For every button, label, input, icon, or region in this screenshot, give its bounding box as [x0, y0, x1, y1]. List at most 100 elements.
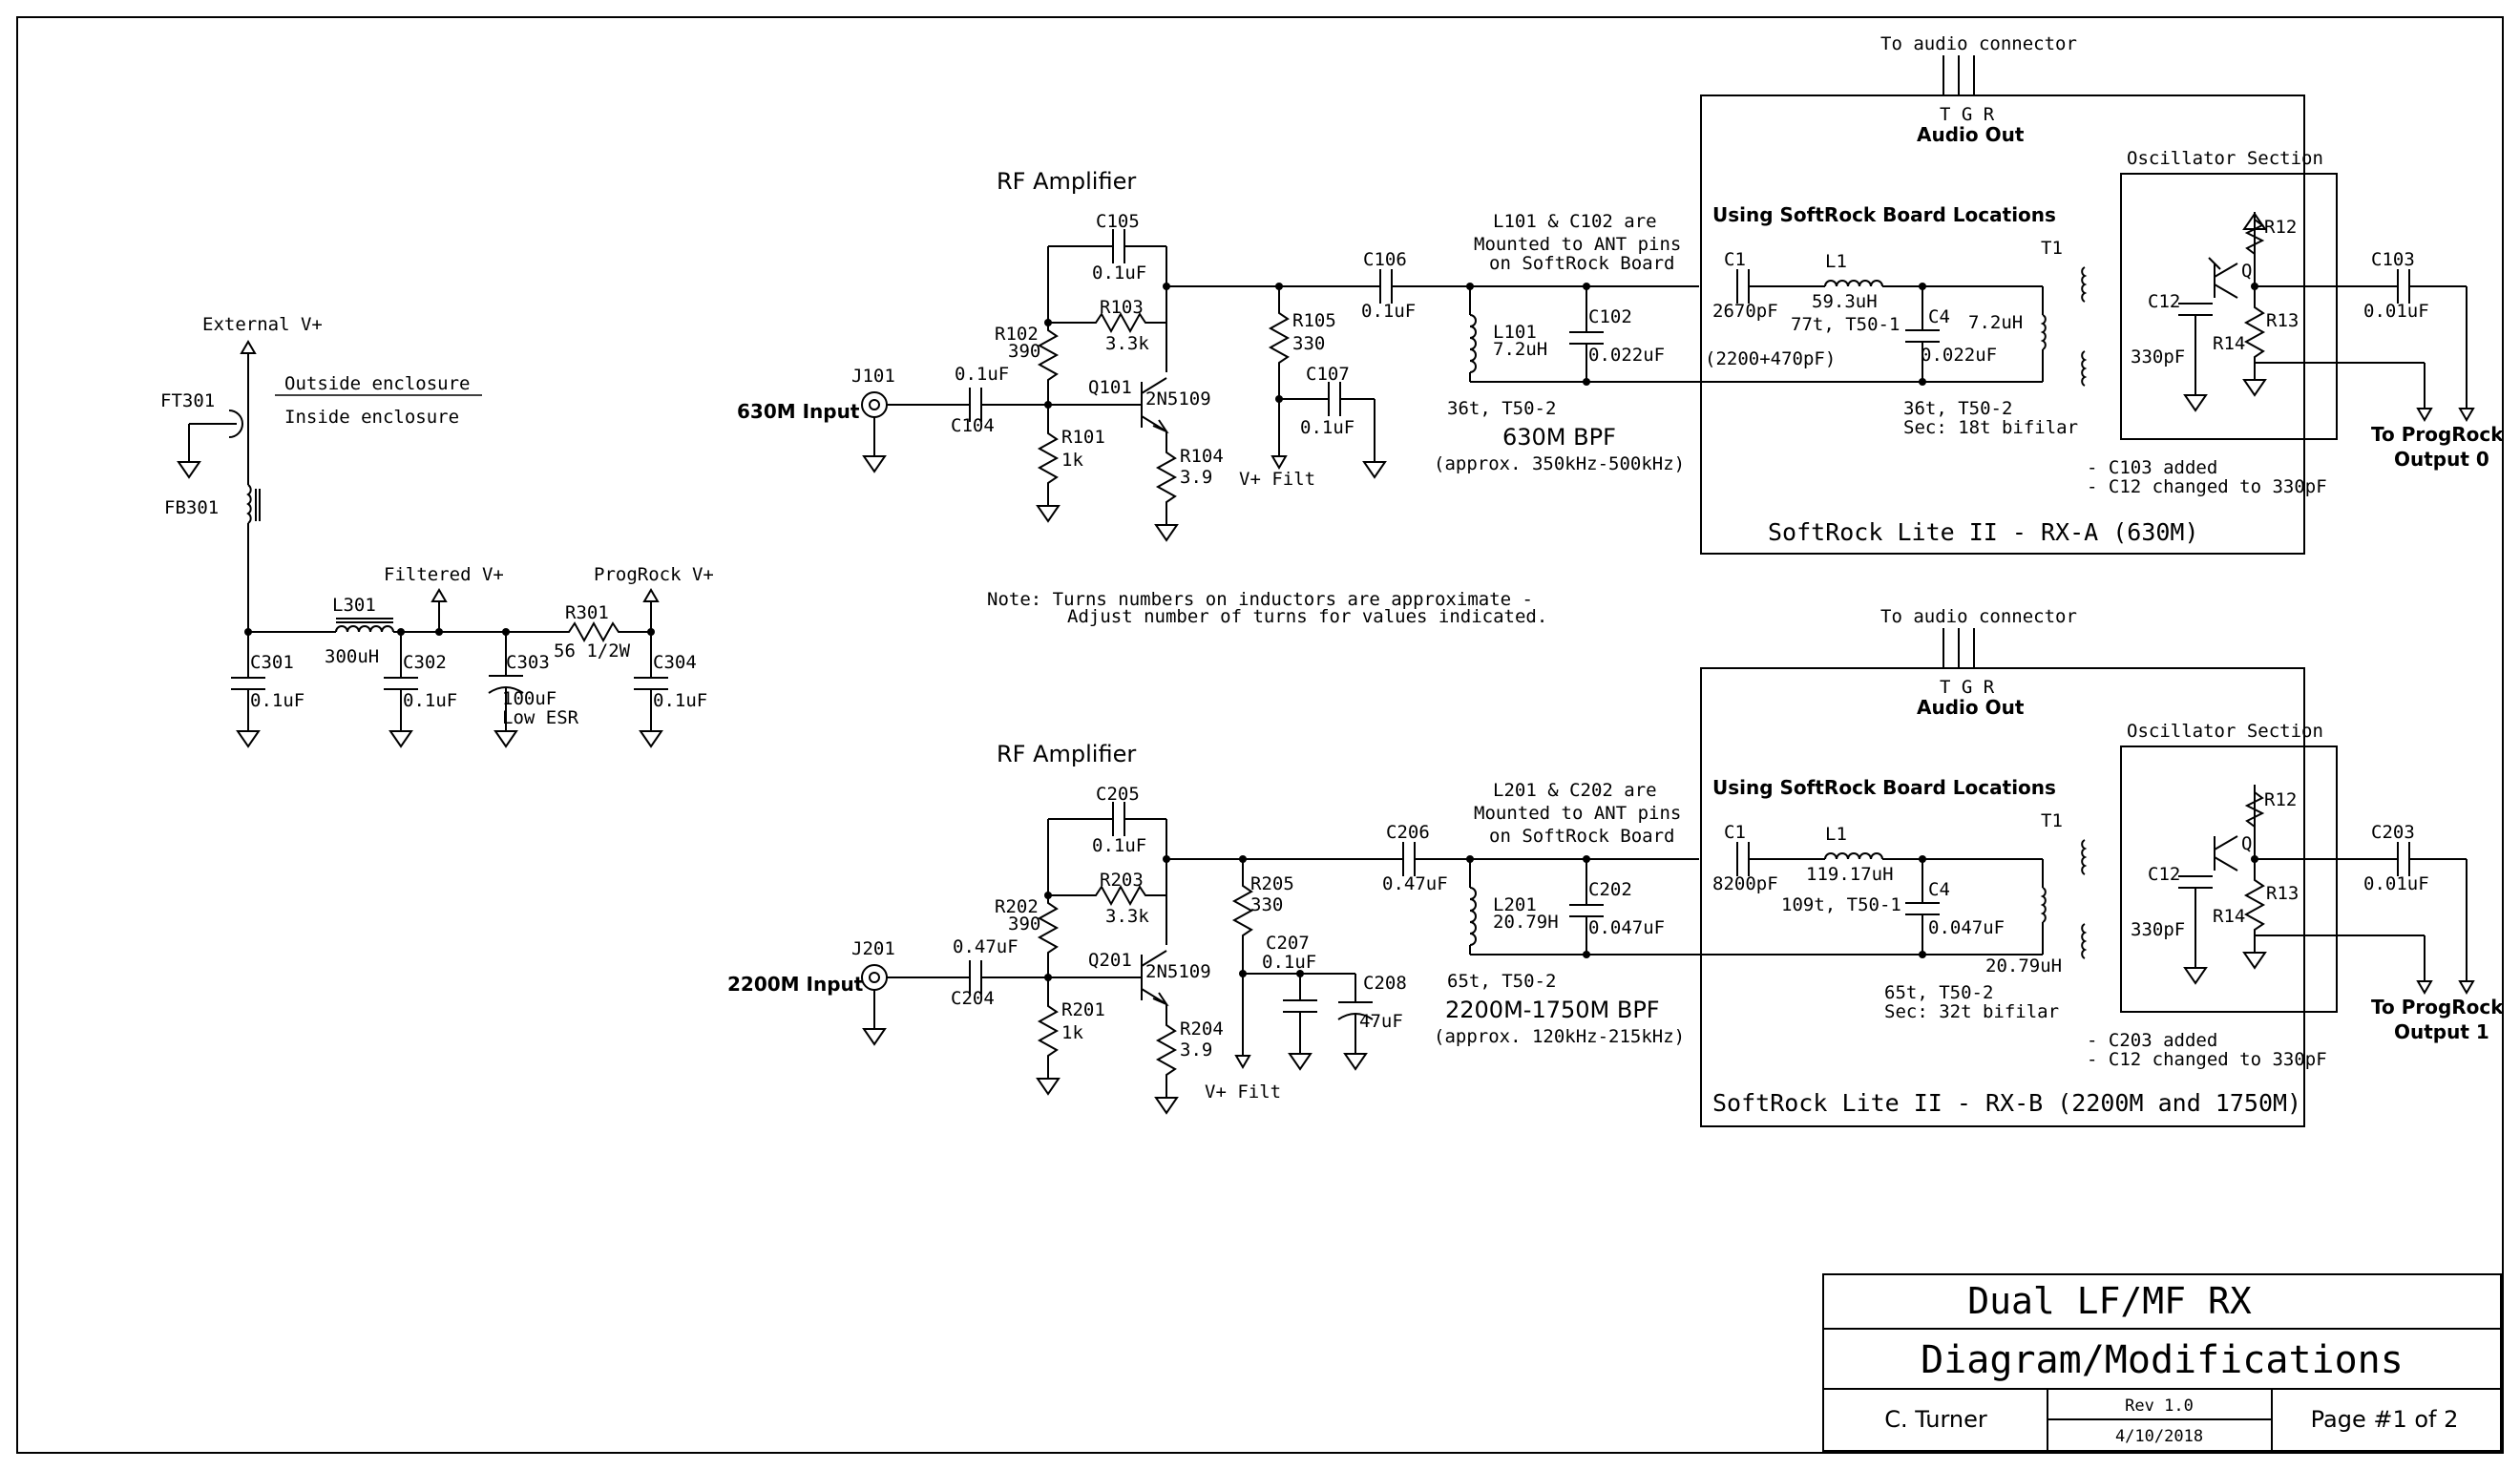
q101-label: Q101 [1088, 377, 1132, 398]
mod-note-1b: - C12 changed to 330pF [2087, 476, 2327, 497]
to-progrock-2: To ProgRock [2371, 996, 2504, 1018]
r14-label-2: R14 [2213, 906, 2245, 927]
l1-turns-1: 77t, T50-1 [1791, 314, 1900, 335]
audio-out-label-1: Audio Out [1917, 123, 2025, 146]
c1-note-1: (2200+470pF) [1705, 348, 1836, 369]
to-audio-connector-2: To audio connector [1880, 606, 2077, 627]
r203-label: R203 [1100, 870, 1144, 891]
q-label-1: Q [2241, 261, 2252, 282]
page-border [16, 16, 2504, 1454]
r202-value: 390 [1008, 914, 1040, 934]
mount-note-2b: Mounted to ANT pins [1474, 803, 1681, 824]
oscillator-label-2: Oscillator Section [2127, 721, 2323, 742]
drawing-title: Dual LF/MF RX [1967, 1280, 2252, 1322]
c303-label: C303 [506, 652, 550, 673]
c206-value: 0.47uF [1382, 873, 1448, 894]
c302-value: 0.1uF [403, 690, 457, 711]
t1-turns-2: 65t, T50-2 [1884, 982, 1993, 1003]
c204-label: C204 [951, 988, 995, 1009]
c105-value: 0.1uF [1092, 262, 1146, 284]
page-number: Page #1 of 2 [2311, 1406, 2459, 1433]
c304-value: 0.1uF [653, 690, 707, 711]
c303-value: 100uF [502, 688, 556, 709]
fb301-label: FB301 [164, 497, 219, 518]
using-softrock-1: Using SoftRock Board Locations [1712, 203, 2056, 226]
output-0-label: Output 0 [2394, 448, 2489, 471]
c103-value: 0.01uF [2363, 301, 2429, 322]
c304-label: C304 [653, 652, 697, 673]
r201-label: R201 [1061, 999, 1105, 1020]
r103-label: R103 [1100, 297, 1144, 318]
r12-label-1: R12 [2264, 217, 2297, 238]
r12-label-2: R12 [2264, 789, 2297, 810]
c104-value: 0.1uF [955, 364, 1009, 385]
t1-value-2: 20.79uH [1985, 956, 2062, 976]
c208-label: C208 [1363, 973, 1407, 994]
c106-label: C106 [1363, 249, 1407, 270]
ch2-rf-amplifier-title: RF Amplifier [997, 741, 1136, 767]
l101-value: 7.2uH [1493, 339, 1547, 360]
c302-label: C302 [403, 652, 447, 673]
c12-label-2: C12 [2148, 864, 2180, 885]
revision: Rev 1.0 [2125, 1396, 2194, 1416]
c12-label-1: C12 [2148, 291, 2180, 312]
l1-turns-2: 109t, T50-1 [1781, 894, 1901, 915]
r104-label: R104 [1180, 446, 1224, 467]
softrock-rx-b-title: SoftRock Lite II - RX-B (2200M and 1750M… [1712, 1089, 2301, 1117]
l201-label: L201 [1493, 894, 1537, 915]
bpf-630m-title: 630M BPF [1502, 424, 1616, 451]
c202-value: 0.047uF [1588, 917, 1665, 938]
c107-value: 0.1uF [1300, 417, 1354, 438]
l301-value: 300uH [325, 646, 379, 667]
filtered-v-label: Filtered V+ [384, 564, 504, 585]
q-label-2: Q [2241, 833, 2252, 854]
c203-label: C203 [2371, 822, 2415, 843]
c102-value: 0.022uF [1588, 345, 1665, 366]
r102-value: 390 [1008, 341, 1040, 362]
c4-value-2: 0.047uF [1928, 917, 2005, 938]
l1-value-1: 59.3uH [1812, 291, 1878, 312]
t1-label-2: T1 [2041, 810, 2063, 831]
t1-sec-1: Sec: 18t bifilar [1903, 417, 2078, 438]
c206-label: C206 [1386, 822, 1430, 843]
bpf-2200m-range: (approx. 120kHz-215kHz) [1434, 1026, 1685, 1047]
ch1-rf-amplifier-title: RF Amplifier [997, 168, 1136, 195]
c1-value-2: 8200pF [1712, 873, 1778, 894]
c301-label: C301 [250, 652, 294, 673]
softrock-rx-a-box [1700, 94, 2305, 555]
mount-note-2c: on SoftRock Board [1489, 826, 1674, 847]
audio-out-label-2: Audio Out [1917, 696, 2025, 719]
l201-turns: 65t, T50-2 [1447, 971, 1556, 992]
j101-label: J101 [851, 366, 895, 387]
r13-label-2: R13 [2266, 883, 2299, 904]
c106-value: 0.1uF [1361, 301, 1416, 322]
j201-label: J201 [851, 938, 895, 959]
c105-label: C105 [1096, 211, 1140, 232]
l1-label-1: L1 [1825, 251, 1847, 272]
oscillator-label-1: Oscillator Section [2127, 148, 2323, 169]
c104-label: C104 [951, 415, 995, 436]
c102-label: C102 [1588, 306, 1632, 327]
r301-value: 56 1/2W [554, 640, 631, 662]
r205-value: 330 [1250, 894, 1283, 915]
bpf-2200m-title: 2200M-1750M BPF [1445, 997, 1660, 1023]
oscillator-section-2 [2120, 746, 2338, 1013]
v-filt-label-1: V+ Filt [1239, 469, 1315, 490]
r103-value: 3.3k [1105, 333, 1149, 354]
c12-value-2: 330pF [2131, 919, 2185, 940]
channel-2200m: RF Amplifier C205 0.1uF R202 390 R203 3.… [727, 606, 2504, 1127]
c103-label: C103 [2371, 249, 2415, 270]
q201-label: Q201 [1088, 950, 1132, 971]
c208-value: 47uF [1359, 1011, 1403, 1032]
output-1-label: Output 1 [2394, 1020, 2489, 1043]
l101-turns: 36t, T50-2 [1447, 398, 1556, 419]
c205-label: C205 [1096, 784, 1140, 805]
mount-note-1a: L101 & C102 are [1493, 211, 1657, 232]
t1-turns-1: 36t, T50-2 [1903, 398, 2012, 419]
t1-value-1: 7.2uH [1968, 312, 2023, 333]
r105-value: 330 [1292, 333, 1325, 354]
r205-label: R205 [1250, 873, 1294, 894]
bpf-630m-range: (approx. 350kHz-500kHz) [1434, 453, 1685, 474]
title-block: Dual LF/MF RX Diagram/Modifications C. T… [1822, 1273, 2502, 1452]
r102-label: R102 [995, 324, 1039, 345]
